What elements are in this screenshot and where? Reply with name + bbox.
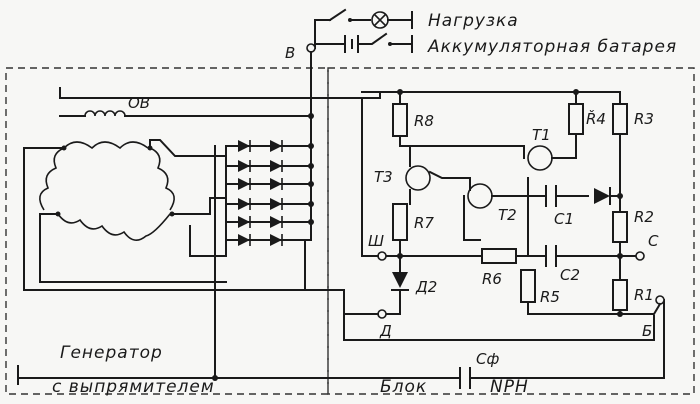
resistor-r5 <box>520 269 536 303</box>
cf-label: Сф <box>476 350 499 368</box>
r2-label: R2 <box>634 208 654 226</box>
resistor-r6 <box>481 248 517 264</box>
c2-label: C2 <box>560 266 580 284</box>
r8-label: R8 <box>414 112 434 130</box>
resistor-r4 <box>568 103 584 135</box>
nrn-label: NPH <box>490 377 529 397</box>
transistor-t3 <box>405 165 431 191</box>
r4-label: Ř4 <box>586 109 606 128</box>
terminal-b-label: В <box>285 44 295 62</box>
t2-label: T2 <box>498 206 517 224</box>
terminal-b-lower-label: Б <box>642 322 652 340</box>
t3-label: T3 <box>374 168 393 186</box>
r1-label: R1 <box>634 286 654 304</box>
terminal-d <box>377 309 387 319</box>
transistor-t1 <box>527 145 553 171</box>
terminal-sh <box>377 251 387 261</box>
terminal-b-lower <box>655 295 665 305</box>
terminal-c-label: С <box>648 232 659 250</box>
stator-leads <box>23 139 306 291</box>
terminal-sh-label: Ш <box>368 232 384 250</box>
load-label: Нагрузка <box>428 11 519 31</box>
generator-label-line2: с выпрямителем <box>52 377 215 397</box>
terminal-d-label: Д <box>379 322 392 340</box>
resistor-r8 <box>392 103 408 137</box>
regulator-wiring <box>304 89 665 341</box>
field-winding-ov <box>59 87 399 119</box>
terminal-c <box>635 251 645 261</box>
generator-enclosure <box>5 67 329 395</box>
resistor-r7 <box>392 203 408 241</box>
transistor-t2 <box>467 183 493 209</box>
d2-label: Д2 <box>415 278 437 296</box>
regulator-block-enclosure <box>327 67 695 395</box>
resistor-r1 <box>612 279 628 311</box>
r5-label: R5 <box>540 288 560 306</box>
t1-label: T1 <box>532 126 551 144</box>
battery-label: Аккумуляторная батарея <box>427 37 677 57</box>
r6-label: R6 <box>482 270 502 288</box>
stator-winding <box>39 141 175 241</box>
r7-label: R7 <box>414 214 434 232</box>
c1-label: C1 <box>554 210 574 228</box>
terminal-b <box>306 43 316 53</box>
resistor-r2 <box>612 211 628 243</box>
field-winding-label: ОВ <box>128 94 150 112</box>
r3-label: R3 <box>634 110 654 128</box>
battery-circuit <box>314 32 413 53</box>
generator-label-line1: Генератор <box>60 343 163 363</box>
resistor-r3 <box>612 103 628 135</box>
block-label: Блок <box>380 377 427 397</box>
load-circuit <box>314 8 413 49</box>
rectifier-bridge <box>212 140 314 381</box>
